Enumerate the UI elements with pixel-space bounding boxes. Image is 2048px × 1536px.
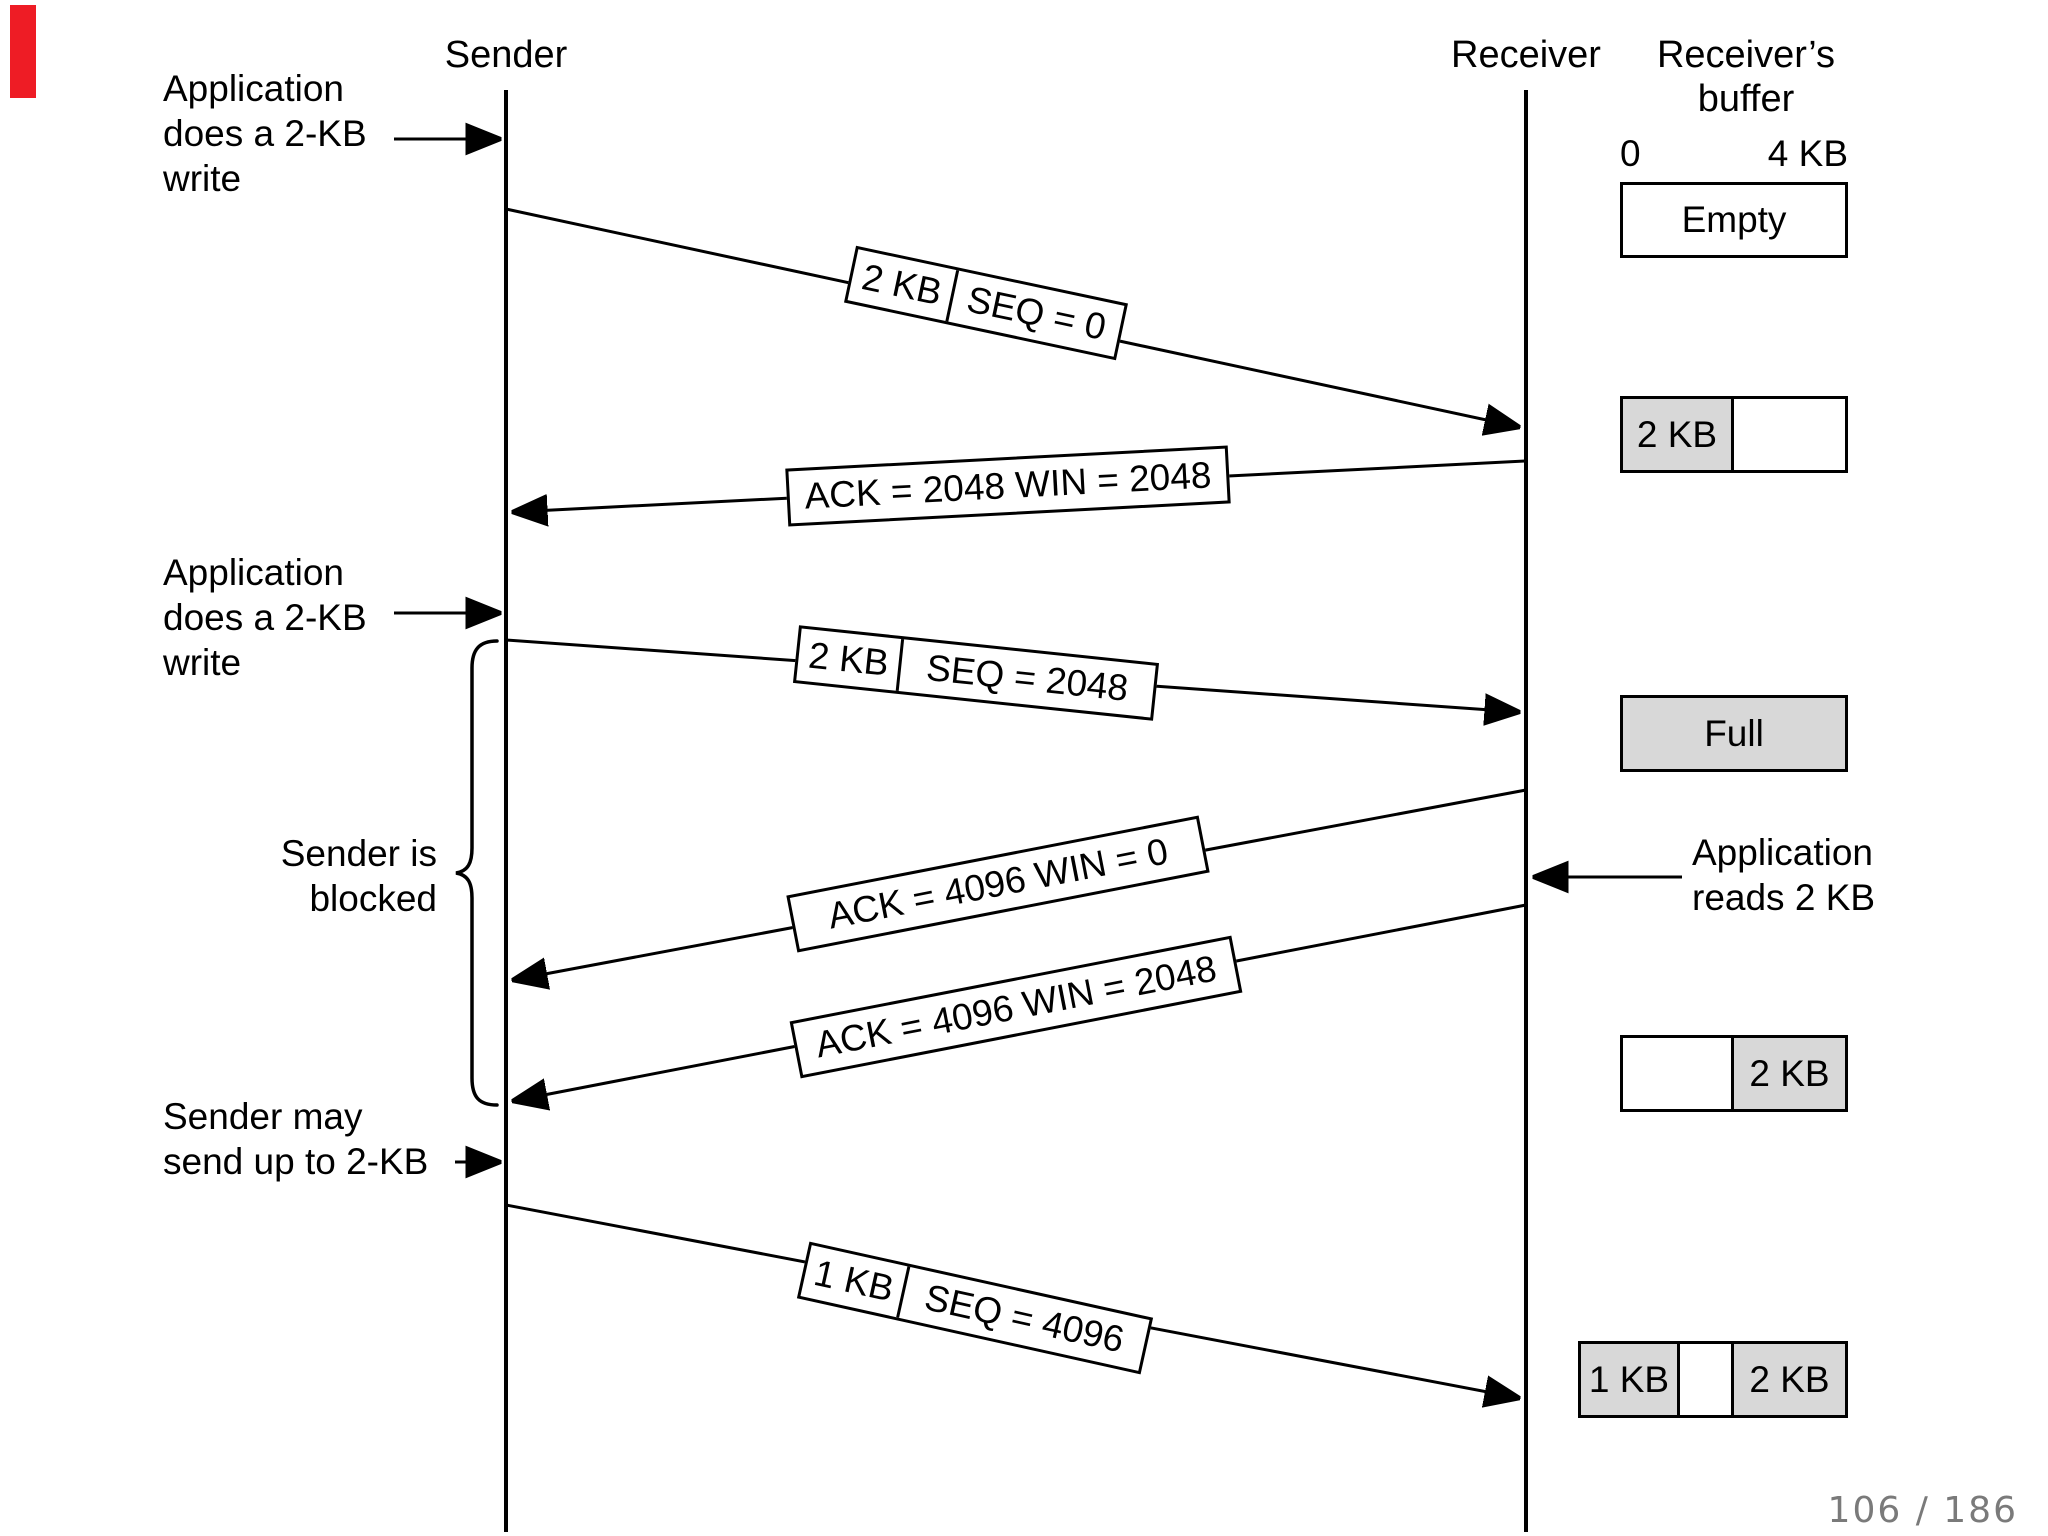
buffer-state-full: Full	[1620, 695, 1848, 772]
annotation-app-write-1: Application does a 2-KB write	[163, 66, 367, 201]
annotation-line: write	[163, 642, 242, 683]
annotation-line: Application	[1692, 832, 1874, 873]
annotation-line: does a 2-KB	[163, 113, 367, 154]
buffer-cell-filled: 2 KB	[1731, 1344, 1845, 1415]
annotation-app-reads: Application reads 2 KB	[1692, 830, 1875, 920]
sender-blocked-brace	[455, 639, 499, 1107]
buffer-state-after-read: 2 KB	[1620, 1035, 1848, 1112]
receiver-buffer-title-line2: buffer	[1697, 78, 1795, 120]
buffer-cell: Empty	[1681, 199, 1787, 240]
annotation-app-write-2: Application does a 2-KB write	[163, 550, 367, 685]
buffer-scale-start: 0	[1620, 133, 1641, 174]
annotation-line: Sender is	[280, 833, 437, 874]
receiver-buffer-title-line1: Receiver’s	[1656, 34, 1836, 76]
sender-lifeline-label: Sender	[444, 34, 568, 76]
buffer-cell-filled: 2 KB	[1734, 1038, 1845, 1109]
annotation-sender-may-send: Sender may send up to 2-KB	[163, 1094, 428, 1184]
buffer-cell-filled: Full	[1623, 698, 1845, 769]
annotation-line: reads 2 KB	[1692, 877, 1876, 918]
buffer-cell-filled: 2 KB	[1623, 399, 1734, 470]
buffer-state-final: 1 KB 2 KB	[1578, 1341, 1848, 1418]
annotation-line: Application	[163, 68, 345, 109]
buffer-state-after-first-write: 2 KB	[1620, 396, 1848, 473]
buffer-scale: 0 4 KB	[1620, 131, 1848, 177]
buffer-cell-free	[1734, 399, 1845, 470]
buffer-cell-free	[1623, 1038, 1734, 1109]
page-indicator: 106 / 186	[1827, 1490, 2018, 1531]
slide-progress-marker	[10, 5, 36, 98]
buffer-scale-end: 4 KB	[1767, 133, 1848, 174]
buffer-state-empty: Empty	[1620, 182, 1848, 258]
annotation-sender-blocked: Sender is blocked	[163, 831, 437, 921]
annotation-line: write	[163, 158, 242, 199]
annotation-line: send up to 2-KB	[163, 1141, 429, 1182]
annotation-line: blocked	[309, 878, 437, 919]
message-size-cell: 2 KB	[806, 634, 891, 684]
annotation-line: Application	[163, 552, 345, 593]
receiver-lifeline-label: Receiver	[1451, 34, 1601, 76]
receiver-buffer-title: Receiver’s buffer	[1657, 33, 1835, 121]
buffer-cell-filled: 1 KB	[1581, 1344, 1680, 1415]
annotation-line: Sender may	[163, 1096, 363, 1137]
buffer-cell-free	[1680, 1344, 1731, 1415]
annotation-line: does a 2-KB	[163, 597, 367, 638]
